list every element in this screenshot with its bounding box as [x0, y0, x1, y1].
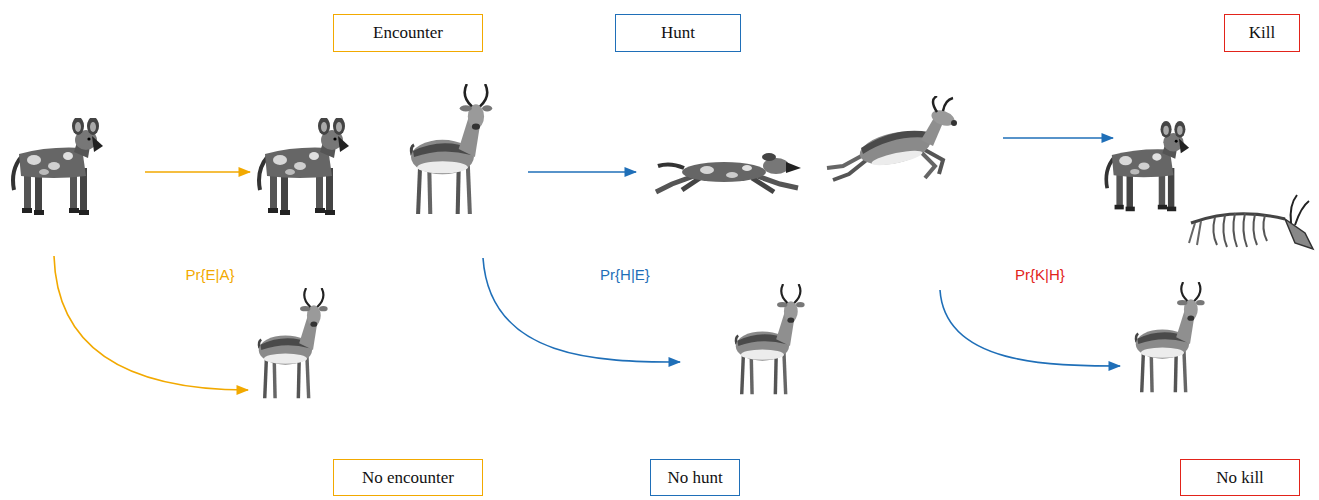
stage-box: Kill	[1224, 14, 1300, 52]
impala-skeleton	[1189, 195, 1313, 249]
stage-box: Hunt	[615, 14, 741, 52]
stage-label: No encounter	[362, 468, 454, 488]
stage-label: Hunt	[661, 23, 695, 43]
impala	[1136, 282, 1205, 392]
flow-arrow	[1003, 137, 1113, 139]
probability-label: Pr{E|A}	[186, 266, 235, 283]
wild-dog	[1106, 121, 1189, 211]
impala	[411, 84, 492, 214]
flow-arrow	[940, 290, 1120, 366]
stage-box: Encounter	[333, 14, 483, 52]
flow-arrow	[54, 256, 248, 390]
stage-label: Kill	[1249, 23, 1275, 43]
wild-dog	[13, 117, 103, 215]
flow-arrow	[145, 171, 250, 173]
flow-arrow	[483, 258, 680, 362]
leaping-impala	[827, 96, 957, 180]
running-dog	[656, 153, 801, 192]
wild-dog	[259, 117, 349, 215]
probability-label: Pr{K|H}	[1015, 266, 1065, 283]
stage-box: No encounter	[333, 459, 483, 496]
impala	[736, 284, 805, 394]
stage-box: No hunt	[650, 459, 740, 496]
impala	[259, 288, 328, 398]
stage-label: No hunt	[667, 468, 722, 488]
probability-label: Pr{H|E}	[600, 266, 650, 283]
stage-box: No kill	[1180, 459, 1300, 496]
flow-arrow	[528, 171, 636, 173]
stage-label: No kill	[1216, 468, 1264, 488]
stage-label: Encounter	[373, 23, 443, 43]
